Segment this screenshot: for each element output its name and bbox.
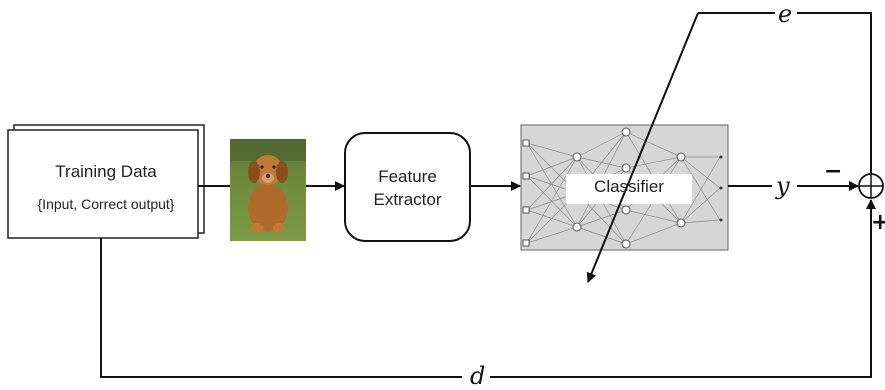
feature-extractor-label-line2: Extractor: [373, 190, 442, 209]
training-data-title: Training Data: [55, 162, 157, 181]
output-symbol: y: [774, 172, 792, 200]
feature-extractor-box: [344, 132, 471, 242]
error-feedback-line: [797, 12, 872, 175]
feature-extractor-label-line1: Feature: [378, 167, 437, 186]
desired-output-line-right: [488, 199, 876, 378]
training-data-subtitle: {Input, Correct output}: [37, 196, 175, 212]
minus-sign: −: [824, 159, 843, 184]
error-symbol: e: [775, 2, 796, 26]
puppy-photo: [230, 139, 306, 241]
plus-sign: +: [871, 210, 885, 235]
training-data-box: [7, 124, 205, 239]
desired-symbol: d: [465, 364, 491, 388]
classifier-network: [520, 124, 729, 251]
error-adjustment-arrow: [586, 12, 775, 283]
summing-junction: [858, 173, 884, 199]
classifier-label: Classifier: [594, 177, 664, 196]
desired-output-line: [100, 238, 462, 378]
